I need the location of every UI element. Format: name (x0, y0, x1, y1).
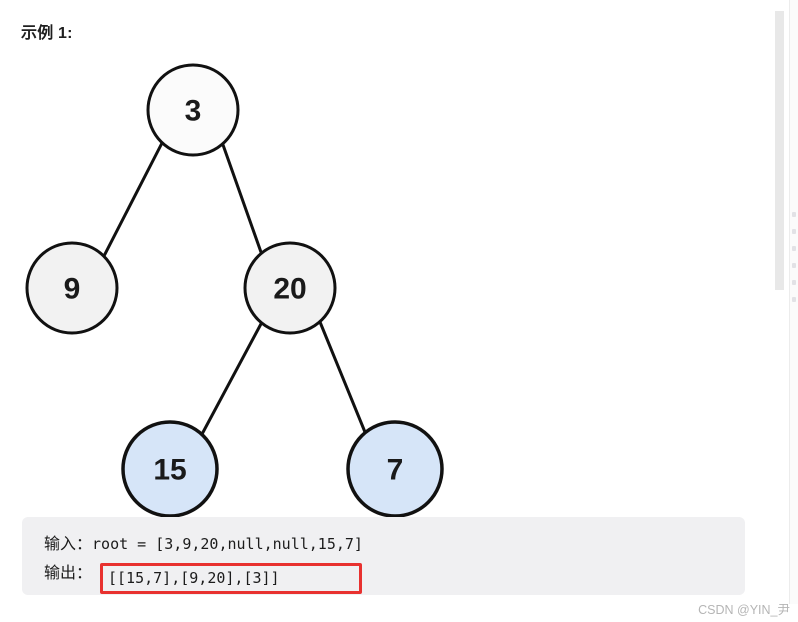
tree-node-right[interactable]: 20 (243, 241, 337, 335)
rail-mark (792, 280, 796, 285)
vertical-scrollbar-thumb[interactable] (775, 11, 784, 290)
tree-node-right-left[interactable]: 15 (121, 420, 219, 518)
page-title: 示例 1: (21, 25, 73, 42)
rail-mark (792, 212, 796, 217)
tree-edges (102, 140, 369, 439)
tree-node-circle (25, 241, 119, 335)
tree-node-label: 3 (185, 95, 202, 128)
input-line: 输入：root = [3,9,20,null,null,15,7] (44, 534, 363, 555)
output-value: [[15,7],[9,20],[3]] (108, 569, 280, 587)
tree-edge-right-rightleft (199, 320, 264, 438)
rail-mark (792, 263, 796, 268)
rail-mark (792, 229, 796, 234)
tree-node-left[interactable]: 9 (25, 241, 119, 335)
tree-node-label: 20 (273, 273, 306, 306)
output-label: 输出： (44, 565, 93, 582)
tree-edge-root-right (220, 140, 264, 257)
tree-node-label: 9 (64, 273, 81, 306)
binary-tree-diagram: 3 9 20 15 7 (25, 63, 444, 518)
input-label: 输入： (44, 536, 93, 553)
right-rail (789, 0, 798, 604)
tree-node-root[interactable]: 3 (146, 63, 240, 157)
tree-node-label: 7 (387, 454, 404, 487)
input-value: root = [3,9,20,null,null,15,7] (92, 535, 363, 553)
tree-edge-right-rightright (318, 320, 369, 439)
tree-node-circle (146, 63, 240, 157)
tree-edge-root-left (102, 141, 164, 258)
tree-node-circle (243, 241, 337, 335)
tree-node-right-right[interactable]: 7 (346, 420, 444, 518)
tree-node-circle (346, 420, 444, 518)
rail-mark (792, 246, 796, 251)
watermark: CSDN @YIN_尹 (698, 603, 790, 617)
tree-node-label: 15 (153, 454, 186, 487)
rail-mark (792, 297, 796, 302)
tree-node-circle (121, 420, 219, 518)
output-line: 输出： (44, 564, 92, 584)
io-panel: 输入：root = [3,9,20,null,null,15,7] 输出： (22, 517, 745, 595)
